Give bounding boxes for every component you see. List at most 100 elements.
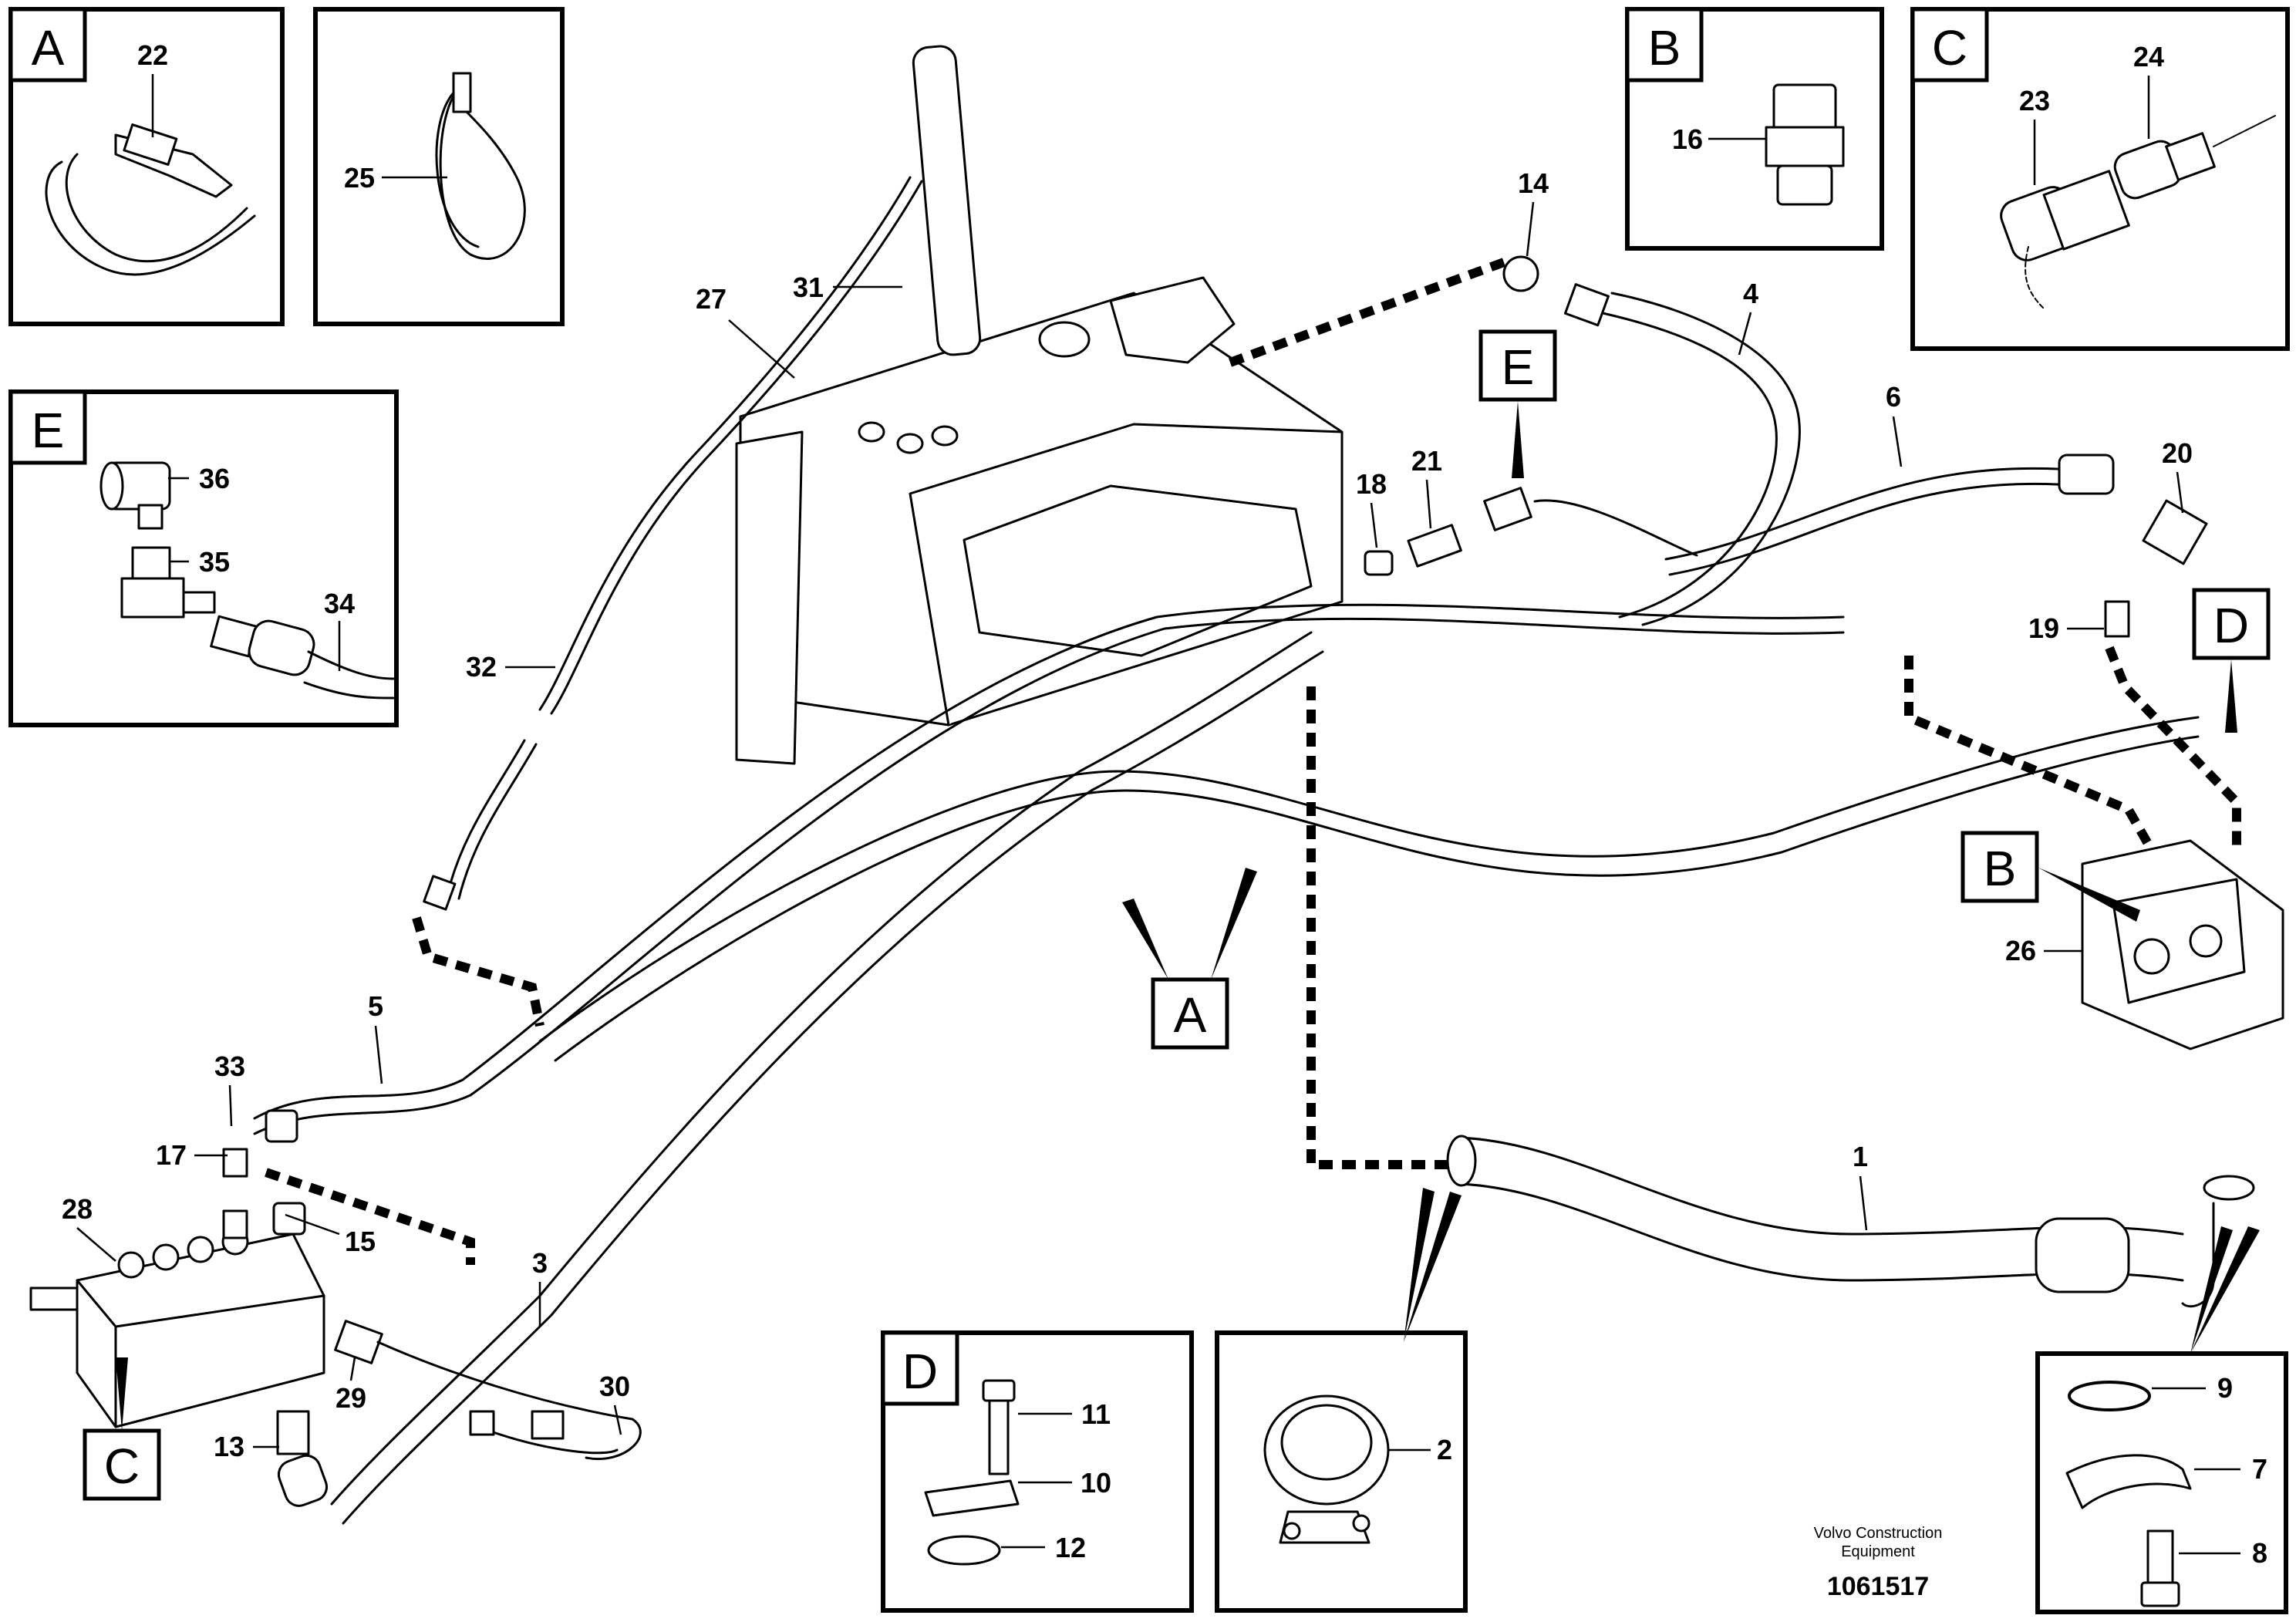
part-26-label: 26 bbox=[2005, 935, 2036, 966]
part-33-label: 33 bbox=[214, 1050, 245, 1082]
part-22-label: 22 bbox=[137, 39, 168, 71]
detail-view-a-letter-box bbox=[8, 7, 87, 83]
part-15-label: 15 bbox=[345, 1226, 376, 1257]
tee-fitting-drawing bbox=[120, 546, 216, 619]
test-nipple-drawing bbox=[2113, 115, 2276, 200]
callout-e-letter: E bbox=[1502, 339, 1535, 395]
callout-hose-clamp-pointer-left bbox=[1404, 1188, 1435, 1342]
part-14-leader bbox=[1526, 201, 1535, 257]
tee-fitting-main bbox=[1364, 487, 1698, 576]
hose-clamp-strap-drawing bbox=[45, 123, 256, 276]
part-36-label: 36 bbox=[199, 463, 230, 494]
callout-d-box bbox=[2192, 588, 2271, 660]
part-5-leader bbox=[374, 1025, 383, 1084]
part-30-label: 30 bbox=[599, 1371, 630, 1402]
detail-view-hose-clamp-frame bbox=[1215, 1330, 1468, 1613]
part-10-label: 10 bbox=[1081, 1467, 1111, 1499]
detail-view-d-letter: D bbox=[902, 1344, 938, 1399]
detail-view-c-letter-box bbox=[1910, 7, 1989, 83]
o-ring-9-drawing bbox=[2068, 1381, 2151, 1411]
part-12-label: 12 bbox=[1055, 1532, 1086, 1563]
dashed-line-top bbox=[1228, 258, 1506, 367]
adapter-nipple-drawing bbox=[1765, 83, 1845, 206]
part-28-leader bbox=[76, 1227, 116, 1262]
part-18-leader bbox=[1370, 502, 1378, 548]
detail-view-b-frame bbox=[1625, 7, 1884, 251]
flange-half-drawing bbox=[2065, 1454, 2192, 1509]
dashed-line-mid bbox=[1904, 656, 2164, 866]
detail-view-flange: 9 7 8 bbox=[2035, 1351, 2288, 1614]
callout-a-box bbox=[1151, 977, 1229, 1050]
callout-a-pointer-right bbox=[1211, 868, 1257, 980]
part-20-leader bbox=[2176, 471, 2184, 514]
detail-view-b-letter-box bbox=[1625, 7, 1704, 83]
detail-view-flange-frame bbox=[2035, 1351, 2288, 1614]
part-23-label: 23 bbox=[2019, 85, 2050, 116]
hose-30-drawing bbox=[376, 1340, 642, 1460]
hose-1-drawing bbox=[1446, 1135, 2255, 1308]
callout-b-box bbox=[1961, 831, 2039, 903]
callout-c-letter: C bbox=[104, 1438, 140, 1494]
callout-d-pointer bbox=[2225, 659, 2237, 733]
part-1-label: 1 bbox=[1853, 1141, 1868, 1172]
part-21-label: 21 bbox=[1411, 445, 1442, 477]
callout-flange-pointer-left bbox=[2190, 1226, 2233, 1354]
hydraulic-tank-drawing bbox=[735, 45, 1344, 765]
part-6-leader bbox=[1892, 416, 1903, 467]
detail-view-c-letter: C bbox=[1932, 20, 1967, 76]
clamp-half-drawing bbox=[924, 1479, 1020, 1517]
dashed-line-center bbox=[1306, 686, 1458, 1169]
part-34-label: 34 bbox=[324, 588, 355, 619]
dashed-line-right bbox=[2105, 646, 2241, 848]
part-27-leader bbox=[728, 319, 795, 379]
callout-e-box bbox=[1478, 329, 1557, 402]
part-2-label: 2 bbox=[1437, 1434, 1452, 1465]
detail-view-e-letter-box bbox=[8, 389, 87, 465]
elbow-fitting-drawing bbox=[99, 461, 171, 530]
bolt-8-drawing bbox=[2140, 1529, 2180, 1607]
callout-b-letter: B bbox=[1984, 841, 2017, 896]
part-20-label: 20 bbox=[2162, 437, 2193, 469]
part-21-leader bbox=[1425, 479, 1432, 529]
part-16-label: 16 bbox=[1672, 123, 1703, 155]
callout-a-letter: A bbox=[1174, 987, 1207, 1043]
dashed-line-valve bbox=[265, 1168, 475, 1265]
detail-view-cable-tie-frame bbox=[313, 7, 565, 326]
document-number: 1061517 bbox=[1827, 1572, 1929, 1601]
main-assembly bbox=[29, 45, 2284, 1525]
part-18-label: 18 bbox=[1356, 468, 1387, 500]
part-14-label: 14 bbox=[1518, 167, 1549, 199]
callout-b-pointer bbox=[2038, 868, 2140, 922]
hose-32-drawing bbox=[423, 176, 923, 911]
detail-view-d-frame bbox=[881, 1330, 1194, 1613]
callout-c-box bbox=[83, 1428, 161, 1501]
part-4-label: 4 bbox=[1743, 278, 1758, 309]
part-4-leader bbox=[1738, 312, 1752, 356]
credit-line-1: Volvo Construction bbox=[1814, 1525, 1943, 1542]
detail-view-a: A 22 bbox=[8, 7, 285, 326]
part-28-label: 28 bbox=[62, 1193, 93, 1225]
callout-a-pointer-left bbox=[1122, 899, 1168, 980]
detail-view-cable-tie: 25 bbox=[313, 7, 565, 326]
detail-view-e: E 36 35 34 bbox=[8, 389, 399, 727]
quick-coupling-drawing bbox=[2000, 170, 2130, 309]
screw-drawing bbox=[982, 1379, 1016, 1475]
part-33-leader bbox=[228, 1084, 233, 1127]
main-callout-letters: E D B A C bbox=[83, 329, 2271, 1501]
part-25-label: 25 bbox=[344, 162, 375, 194]
pump-26-drawing bbox=[2081, 839, 2284, 1050]
dashed-line-left bbox=[412, 916, 544, 1027]
part-29-label: 29 bbox=[335, 1382, 366, 1414]
part-30-leader bbox=[613, 1404, 622, 1435]
part-5-label: 5 bbox=[368, 990, 383, 1022]
control-valve-28-drawing bbox=[29, 1109, 383, 1507]
part-9-label: 9 bbox=[2217, 1372, 2233, 1404]
callout-d-letter: D bbox=[2213, 598, 2249, 653]
detail-view-b: B 16 bbox=[1625, 7, 1884, 251]
detail-view-a-frame bbox=[8, 7, 285, 326]
detail-view-hose-clamp: 2 bbox=[1215, 1330, 1468, 1613]
part-35-label: 35 bbox=[199, 546, 230, 578]
detail-view-c: C 23 24 bbox=[1910, 7, 2290, 351]
detail-view-a-letter: A bbox=[32, 20, 65, 76]
